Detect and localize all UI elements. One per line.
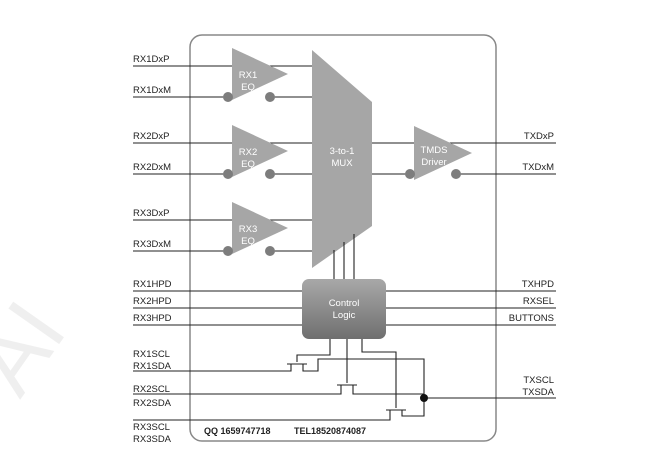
label-rxsel: RXSEL (523, 296, 554, 307)
rx3-eq-block: RX3 EQ (223, 202, 288, 256)
rx2-eq-label-2: EQ (241, 159, 255, 170)
label-rx1dxp: RX1DxP (133, 54, 169, 65)
rx2-eq-label-1: RX2 (239, 147, 257, 158)
label-rx3dxm: RX3DxM (133, 239, 171, 250)
rx3-eq-label-1: RX3 (239, 224, 257, 235)
label-rx2hpd: RX2HPD (133, 296, 172, 307)
output-labels: TXDxP TXDxM TXHPD RXSEL BUTTONS TXSCL TX… (509, 131, 555, 398)
label-rx1sda: RX1SDA (133, 361, 172, 372)
label-txdxp: TXDxP (524, 131, 554, 142)
label-txhpd: TXHPD (522, 279, 554, 290)
control-wires (133, 290, 556, 326)
input-labels: RX1DxP RX1DxM RX2DxP RX2DxM RX3DxP RX3Dx… (133, 54, 172, 445)
control-logic-label-1: Control (329, 298, 360, 309)
label-txdxm: TXDxM (522, 162, 554, 173)
tmds-label-1: TMDS (421, 145, 448, 156)
label-txsda: TXSDA (522, 387, 554, 398)
mux-label-1: 3-to-1 (330, 146, 355, 157)
control-logic-block: Control Logic (302, 279, 386, 339)
label-rx3hpd: RX3HPD (133, 313, 172, 324)
tmds-label-2: Driver (421, 157, 446, 168)
footer-qq: QQ 1659747718 (204, 426, 271, 436)
control-logic-label-2: Logic (333, 310, 356, 321)
rx2-eq-block: RX2 EQ (223, 125, 288, 179)
label-rx3dxp: RX3DxP (133, 208, 169, 219)
label-buttons: BUTTONS (509, 313, 554, 324)
label-rx1scl: RX1SCL (133, 349, 170, 360)
rx3-eq-label-2: EQ (241, 236, 255, 247)
label-rx1hpd: RX1HPD (133, 279, 172, 290)
label-txscl: TXSCL (523, 375, 554, 386)
label-rx2scl: RX2SCL (133, 384, 170, 395)
label-rx3scl: RX3SCL (133, 422, 170, 433)
label-rx2dxm: RX2DxM (133, 162, 171, 173)
label-rx2sda: RX2SDA (133, 398, 172, 409)
tmds-driver-block: TMDS Driver (405, 126, 472, 180)
label-rx3sda: RX3SDA (133, 434, 172, 445)
mux-label-2: MUX (331, 158, 353, 169)
rx1-eq-label-1: RX1 (239, 70, 257, 81)
mux-select-wires (333, 234, 355, 280)
label-rx1dxm: RX1DxM (133, 85, 171, 96)
rx1-eq-label-2: EQ (241, 82, 255, 93)
footer-tel: TEL18520874087 (294, 426, 366, 436)
watermark: AI (0, 284, 85, 411)
mux-output-wires (372, 142, 556, 175)
input-data-wires (133, 65, 312, 252)
label-rx2dxp: RX2DxP (133, 131, 169, 142)
ddc-switch-network (133, 339, 556, 421)
rx1-eq-block: RX1 EQ (223, 48, 288, 102)
mux-block: 3-to-1 MUX (312, 50, 372, 268)
